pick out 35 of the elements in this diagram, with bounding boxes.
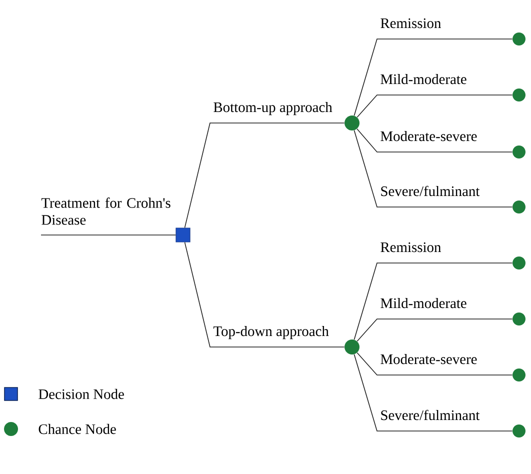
chance-circle xyxy=(512,200,526,214)
branch-line xyxy=(356,94,513,118)
chance-circle xyxy=(512,256,526,270)
edge-label: Moderate-severe xyxy=(380,130,477,142)
branch-line xyxy=(354,354,513,432)
chance-circle xyxy=(512,32,526,46)
chance-circle xyxy=(344,340,360,354)
legend-label: Decision Node xyxy=(38,388,124,400)
branch-line xyxy=(356,128,513,152)
chance-circle xyxy=(512,146,526,158)
chance-circle xyxy=(344,116,360,130)
branch-line xyxy=(356,352,513,376)
edge-label: Treatment for Crohn's Disease xyxy=(41,198,170,225)
edge-label: Severe/fulminant xyxy=(381,410,480,420)
edge-label: Remission xyxy=(380,242,441,252)
legend-label: Chance Node xyxy=(38,424,116,434)
edge-label: Moderate-severe xyxy=(380,354,477,364)
chance-circle xyxy=(512,368,526,382)
edge-label: Top-down approach xyxy=(213,326,329,340)
chance-circle xyxy=(512,424,526,438)
edge-label: Severe/fulminant xyxy=(381,186,480,196)
branch-line xyxy=(40,234,176,236)
edge-label: Mild-moderate xyxy=(380,298,466,308)
branch-line xyxy=(354,262,513,340)
decision-square xyxy=(176,228,190,242)
edge-label: Remission xyxy=(380,18,441,28)
edge-label: Mild-moderate xyxy=(380,74,466,84)
chance-circle xyxy=(512,312,526,326)
branch-line xyxy=(354,130,513,208)
branch-line xyxy=(184,242,345,348)
edge-label: Bottom-up approach xyxy=(214,102,332,116)
branch-line xyxy=(354,38,513,116)
branch-line xyxy=(184,122,345,228)
branch-line xyxy=(356,318,513,342)
chance-circle xyxy=(512,88,526,102)
